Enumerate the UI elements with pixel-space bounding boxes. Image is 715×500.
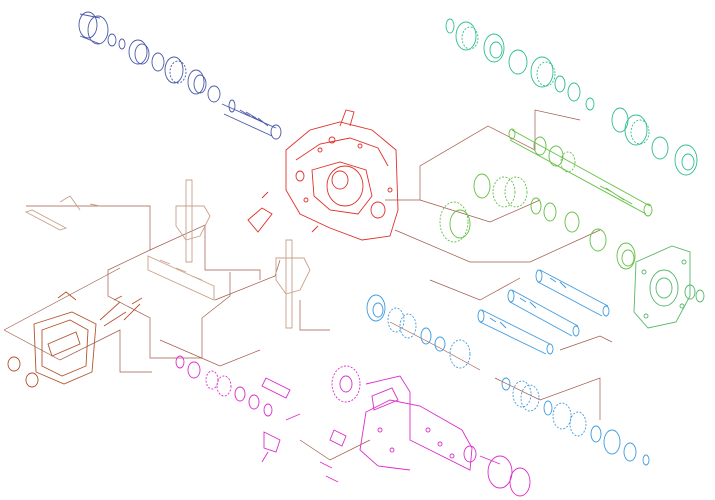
blue-countershafts [477,269,610,355]
upper-right-gear-stack [445,18,698,176]
rear-end-cover [633,245,705,329]
transmission-housing [247,109,399,241]
side-cover-assembly [7,291,143,388]
green-gear-cluster [439,173,636,270]
main-green-shaft [508,128,653,217]
shift-fork-rails [24,179,311,329]
flange-input-shaft-group [78,11,282,140]
magenta-pump-bracket-group [175,355,531,497]
leader-lines [3,109,613,461]
blue-gear-stacks [366,294,650,466]
